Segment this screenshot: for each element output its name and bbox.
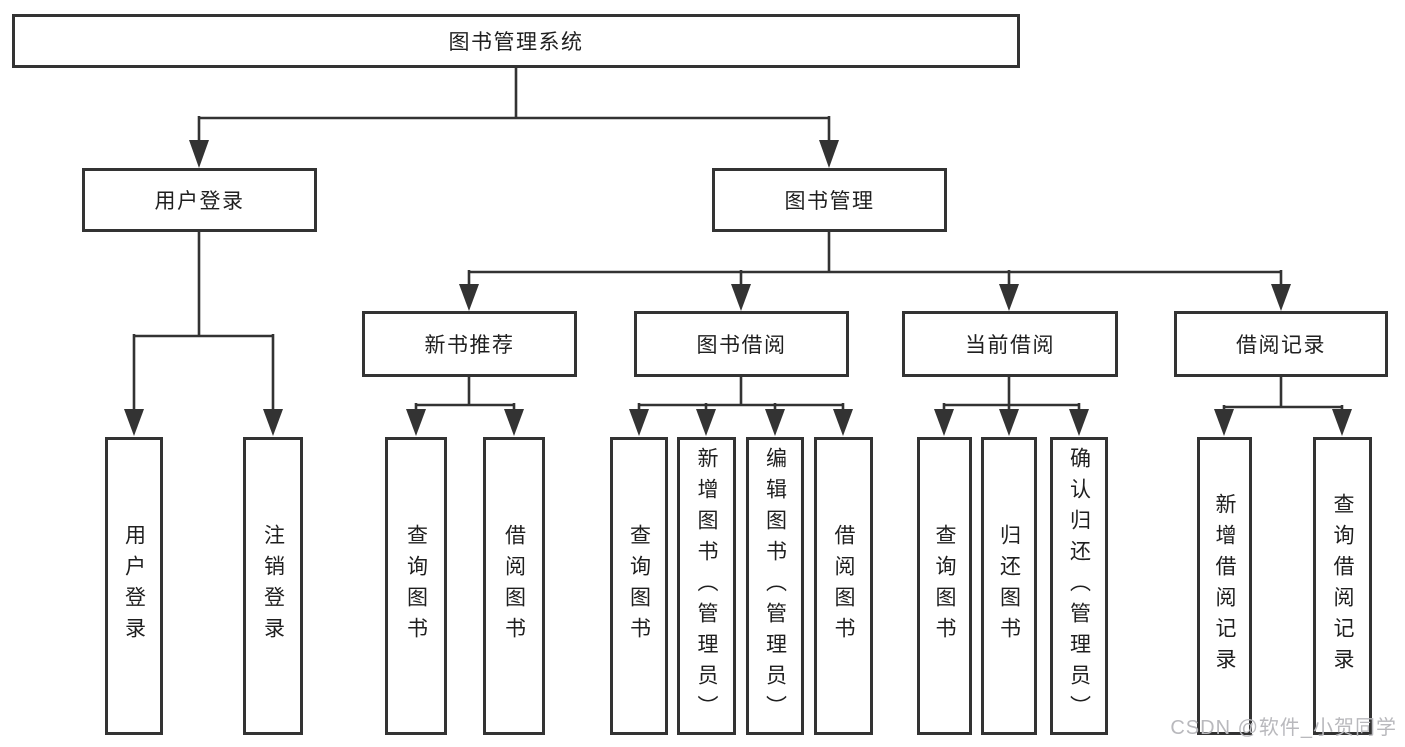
leaf-query-books-recommend: 查询图书 xyxy=(385,437,447,735)
leaf-borrow-books-recommend: 借阅图书 xyxy=(483,437,545,735)
node-borrow-records: 借阅记录 xyxy=(1174,311,1388,377)
node-book-borrowing: 图书借阅 xyxy=(634,311,849,377)
node-new-book-recommend: 新书推荐 xyxy=(362,311,577,377)
watermark: CSDN @软件_小贺同学 xyxy=(1170,717,1397,739)
node-library-management-system: 图书管理系统 xyxy=(12,14,1020,68)
leaf-add-borrow-record: 新增借阅记录 xyxy=(1197,437,1252,735)
node-user-login: 用户登录 xyxy=(82,168,317,232)
node-current-borrowing: 当前借阅 xyxy=(902,311,1118,377)
leaf-query-books-borrowing: 查询图书 xyxy=(610,437,668,735)
leaf-confirm-return-admin: 确认归还（管理员） xyxy=(1050,437,1108,735)
leaf-user-login: 用户登录 xyxy=(105,437,163,735)
leaf-return-books: 归还图书 xyxy=(981,437,1037,735)
leaf-logout: 注销登录 xyxy=(243,437,303,735)
node-book-management: 图书管理 xyxy=(712,168,947,232)
leaf-query-borrow-record: 查询借阅记录 xyxy=(1313,437,1372,735)
leaf-edit-book-admin: 编辑图书（管理员） xyxy=(746,437,804,735)
leaf-query-books-current: 查询图书 xyxy=(917,437,972,735)
leaf-borrow-books-borrowing: 借阅图书 xyxy=(814,437,873,735)
leaf-add-book-admin: 新增图书（管理员） xyxy=(677,437,736,735)
